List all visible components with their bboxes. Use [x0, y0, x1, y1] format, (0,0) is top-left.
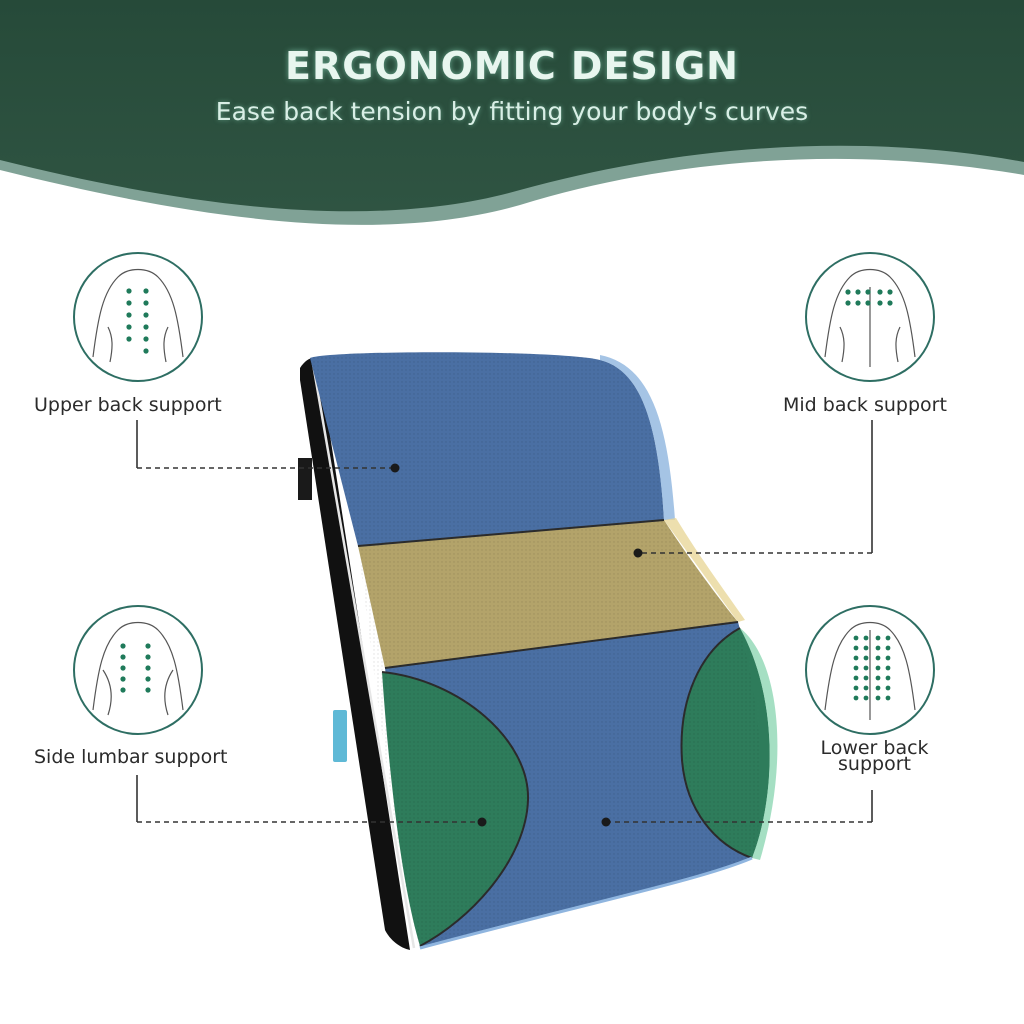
mid-back-label: Mid back support [783, 394, 947, 416]
cushion-side [300, 357, 410, 950]
cushion-strap [298, 458, 312, 500]
header-banner [0, 0, 1024, 225]
lower-back-label: Lower back support [820, 737, 929, 775]
side-lumbar-label: Side lumbar support [34, 746, 228, 768]
brand-tag [333, 710, 347, 762]
page-subtitle: Ease back tension by fitting your body's… [215, 97, 809, 126]
side-lumbar-icon [73, 605, 203, 735]
side-lumbar-dot [477, 817, 487, 827]
cushion-piping [310, 357, 416, 949]
upper-back-dot [390, 463, 400, 473]
upper-back-icon [73, 252, 203, 382]
lower-back-dot [601, 817, 611, 827]
lumbar-cushion [298, 352, 778, 950]
mid-back-dot [633, 548, 643, 558]
mid-back-icon [805, 252, 935, 382]
page-title: ERGONOMIC DESIGN [285, 44, 739, 88]
upper-back-label: Upper back support [34, 394, 222, 416]
header-wave [0, 0, 1024, 212]
lower-back-icon [805, 605, 935, 735]
callout-lines [136, 420, 873, 823]
callout-dots [390, 463, 643, 827]
